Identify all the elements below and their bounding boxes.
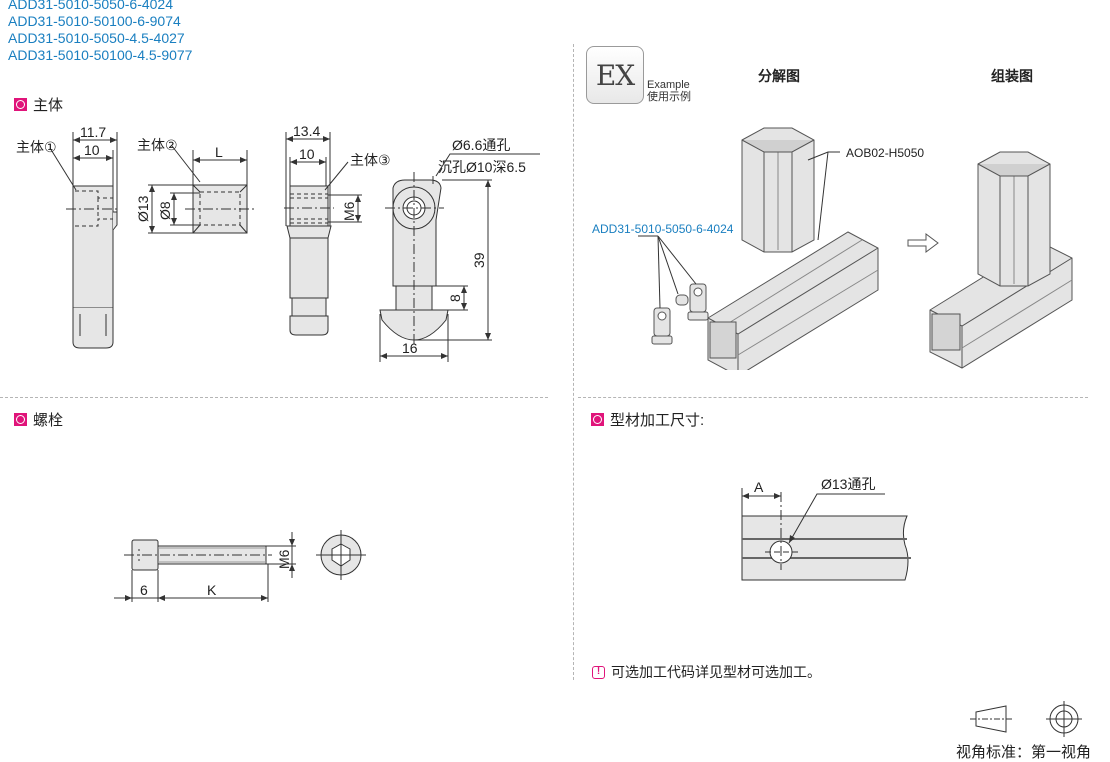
assembled-structure [929,151,1073,369]
dim-body2-outer-dia: Ø13 [135,195,151,222]
column-separator [573,44,574,680]
section-title: 型材加工尺寸: [610,412,705,429]
section-title: 主体 [33,97,64,114]
bolt-drawing: 6 K M6 [114,530,366,602]
warning-icon: ! [592,665,605,679]
section-heading-body: 主体 [14,94,63,115]
dim-body3-outer: 13.4 [293,123,320,139]
example-illustration [638,127,1073,370]
vertical-profile-exploded [741,127,815,253]
connector-parts [651,283,709,345]
section-marker-icon [14,413,27,426]
section-marker-icon [14,98,27,111]
example-label-cn: 使用示例 [647,91,691,103]
dim-base-width: 16 [402,340,418,356]
body3-drawing [284,132,362,336]
dim-height: 39 [471,252,487,268]
label-body3: 主体③ [350,152,391,168]
note: ! 可选加工代码详见型材可选加工。 [592,662,821,682]
projection-symbol [970,701,1082,737]
assembled-view-title: 组装图 [991,68,1033,84]
horizontal-profile-exploded [707,231,879,370]
dim-hole-line2: 沉孔Ø10深6.5 [438,159,526,175]
dim-body3-inner: 10 [299,146,315,162]
body-drawings: 11.7 10 L Ø13 Ø8 13.4 10 M6 Ø6.6通孔 沉孔Ø10… [49,123,540,362]
part-number-list: ADD31-5010-5050-6-4024 ADD31-5010-50100-… [8,0,192,64]
section-heading-processing: 型材加工尺寸: [591,409,704,430]
dim-hole-line1: Ø6.6通孔 [452,137,510,153]
example-badge-text: EX [595,58,635,92]
note-text: 可选加工代码详见型材可选加工。 [611,664,821,680]
projection-frustum-icon [975,705,1007,733]
body1-drawing [49,132,120,349]
part-number[interactable]: ADD31-5010-50100-6-9074 [8,13,181,29]
example-label-en: Example [647,79,690,91]
label-body2: 主体② [137,137,178,153]
dim-tab-height: 8 [447,294,463,302]
dim-bolt-head: 6 [140,582,148,598]
section-marker-icon [591,413,604,426]
dim-body2-inner-dia: Ø8 [157,201,173,220]
dim-offset: A [754,479,764,495]
example-badge: EX [586,46,644,104]
part-number[interactable]: ADD31-5010-50100-4.5-9077 [8,47,193,63]
connector-part-label[interactable]: ADD31-5010-5050-6-4024 [592,222,734,236]
separator [0,397,548,398]
projection-label: 视角标准：第一视角 [956,744,1092,761]
part-number[interactable]: ADD31-5010-5050-4.5-4027 [8,30,185,46]
dim-hole: Ø13通孔 [821,476,875,492]
example-label: Example 使用示例 [647,79,691,103]
part-number[interactable]: ADD31-5010-5050-6-4024 [8,0,173,12]
exploded-view-title: 分解图 [758,68,800,84]
section-heading-bolt: 螺栓 [14,409,63,430]
profile-part-label: AOB02-H5050 [846,146,925,160]
separator [578,397,1088,398]
dim-bolt-length: K [207,582,217,598]
body3-front-drawing [379,153,540,362]
label-body1: 主体① [16,139,57,155]
dim-body2-length: L [215,144,223,160]
dim-body1-outer: 11.7 [80,124,106,140]
dim-body1-inner: 10 [84,142,100,158]
dim-bolt-thread: M6 [276,549,292,569]
processing-drawing: A Ø13通孔 [741,476,911,581]
section-title: 螺栓 [33,412,64,429]
dim-body3-thread: M6 [341,201,357,221]
